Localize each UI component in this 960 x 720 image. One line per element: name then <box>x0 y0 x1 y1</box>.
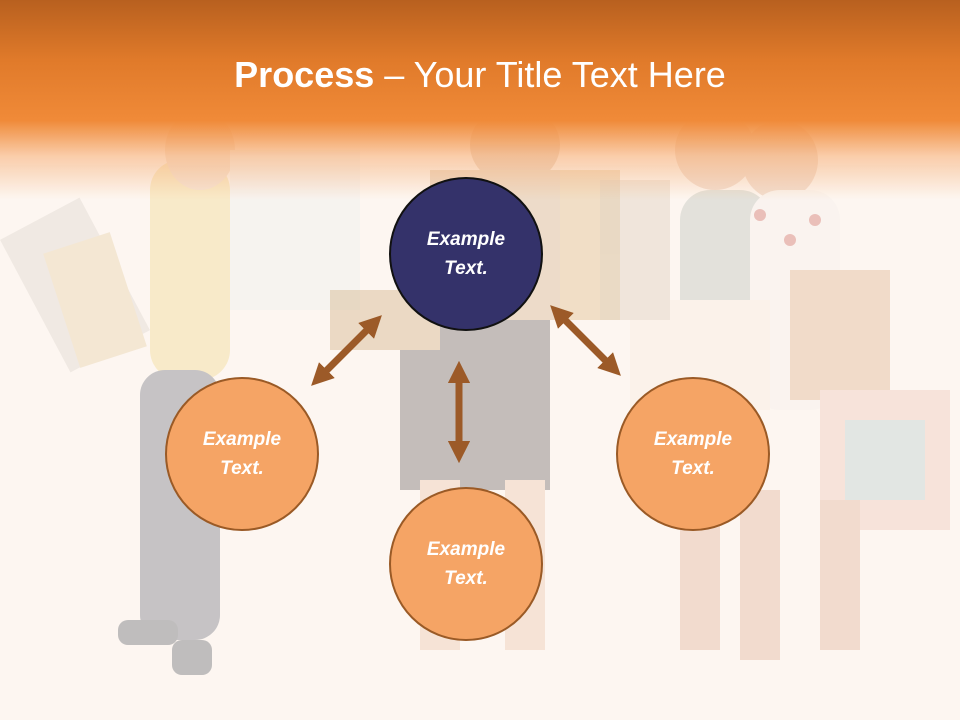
title-bold-part: Process <box>234 54 375 95</box>
slide-title: Process – Your Title Text Here <box>0 54 960 96</box>
hub-node[interactable]: Example Text. <box>389 177 543 331</box>
title-band <box>0 0 960 200</box>
title-regular-part: – Your Title Text Here <box>374 54 726 95</box>
right-node-label: Example Text. <box>653 429 733 479</box>
left-node[interactable]: Example Text. <box>165 377 319 531</box>
bottom-node-label: Example Text. <box>426 539 506 589</box>
arrow-hub-left <box>311 315 382 386</box>
left-node-label: Example Text. <box>202 429 282 479</box>
right-node[interactable]: Example Text. <box>616 377 770 531</box>
bottom-node[interactable]: Example Text. <box>389 487 543 641</box>
arrow-hub-right <box>550 305 621 376</box>
hub-node-label: Example Text. <box>426 229 506 279</box>
